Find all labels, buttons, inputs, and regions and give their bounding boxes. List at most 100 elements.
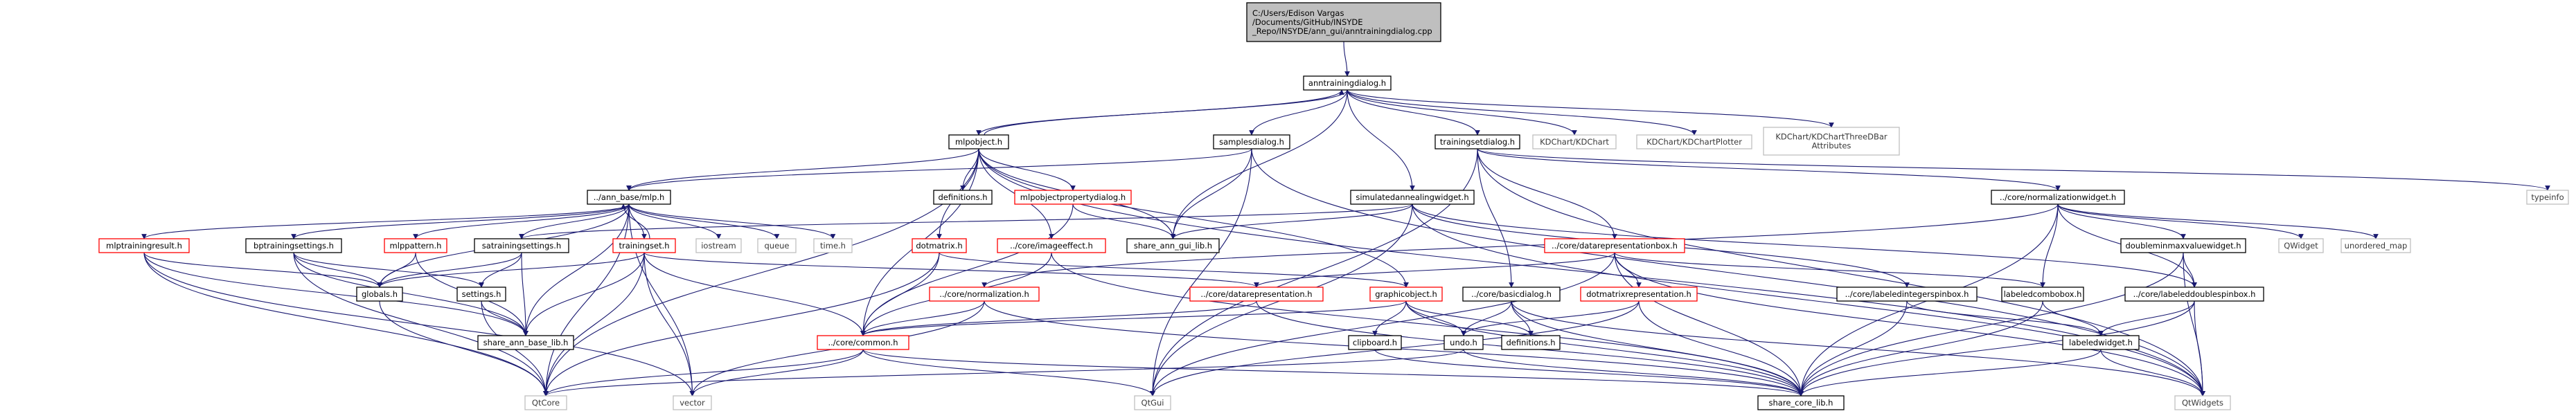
node-label: anntrainingdialog.h [1308, 78, 1386, 88]
node-bptrainingsettings[interactable]: bptrainingsettings.h [245, 238, 342, 253]
node-share-ann-gui-lib[interactable]: share_ann_gui_lib.h [1126, 238, 1220, 253]
node-iostream: iostream [695, 238, 742, 253]
edge-normalizationwidget-to-unordered_map [2057, 203, 2379, 239]
node-label: KDChart/KDChart [1540, 137, 1609, 147]
node-label: vector [679, 398, 705, 408]
node-core-normalization[interactable]: ../core/normalization.h [929, 287, 1040, 302]
node-label: clipboard.h [1353, 338, 1397, 347]
edge-trainingsetdialog_h-to-datarepresentationbox [1477, 148, 1617, 239]
node-trainingsetdialog-h[interactable]: trainingsetdialog.h [1434, 134, 1520, 149]
node-doubleminmax[interactable]: doubleminmaxvaluewidget.h [2120, 238, 2246, 253]
edge-trainingset_h-to-globals_h [377, 252, 645, 288]
edge-anntrainingdialog_h-to-trainingsetdialog_h [1347, 89, 1480, 136]
node-root[interactable]: C:/Users/Edison Vargas/Documents/GitHub/… [1246, 2, 1441, 42]
node-dotmatrixrep[interactable]: dotmatrixrepresentation.h [1580, 287, 1698, 302]
node-labeledwidget[interactable]: labeledwidget.h [2062, 335, 2140, 350]
edge-basicdialog-to-qtwidgets [1511, 300, 2205, 397]
edge-graphicobject-to-definitions_h_b [1405, 300, 1534, 336]
node-basicdialog[interactable]: ../core/basicdialog.h [1462, 287, 1561, 302]
edge-mlptrainingresult-to-globals_h [143, 252, 382, 288]
edge-ann_base_mlp_h-to-iostream [628, 203, 722, 239]
edge-layer [141, 41, 2550, 397]
node-definitions-h-a[interactable]: definitions.h [933, 190, 993, 205]
edge-trainingset_h-to-ann_base_mlp_h [621, 203, 650, 239]
node-typeinfo: typeinfo [2526, 190, 2569, 205]
node-trainingset-h[interactable]: trainingset.h [612, 238, 676, 253]
node-anntrainingdialog-h[interactable]: anntrainingdialog.h [1303, 75, 1392, 91]
node-mlppattern[interactable]: mlppattern.h [384, 238, 447, 253]
node-samplesdialog-h[interactable]: samplesdialog.h [1213, 134, 1290, 149]
edge-anntrainingdialog_h-to-kdchartplotter [1347, 89, 1697, 136]
node-globals-h[interactable]: globals.h [356, 287, 403, 302]
edge-globals_h-to-qtcore [379, 300, 549, 397]
node-label: samplesdialog.h [1219, 137, 1284, 147]
edge-samplesdialog_h-to-qtgui [1150, 148, 1252, 397]
node-graphicobject[interactable]: graphicobject.h [1369, 287, 1443, 302]
node-label: share_ann_gui_lib.h [1134, 241, 1212, 251]
node-label: labeledwidget.h [2069, 338, 2133, 347]
edge-mlptrainingresult-to-vector [143, 252, 695, 397]
node-label: ../ann_base/mlp.h [594, 192, 665, 202]
node-share-core-lib[interactable]: share_core_lib.h [1757, 395, 1845, 410]
node-label: dotmatrixrepresentation.h [1586, 289, 1691, 299]
node-share-ann-base-lib[interactable]: share_ann_base_lib.h [477, 335, 574, 350]
node-label: share_core_lib.h [1769, 398, 1833, 408]
edge-trainingsetdialog_h-to-normalizationwidget [1477, 148, 2061, 191]
node-core-datarep[interactable]: ../core/datarepresentation.h [1189, 287, 1324, 302]
node-labeledcombobox[interactable]: labeledcombobox.h [2001, 287, 2084, 302]
node-ann-base-mlp-h[interactable]: ../ann_base/mlp.h [587, 190, 671, 205]
edge-bptrainingsettings-to-qtcore [293, 252, 549, 397]
edge-mlppattern-to-globals_h [377, 252, 416, 288]
node-dotmatrix[interactable]: dotmatrix.h [912, 238, 967, 253]
edge-ann_base_mlp_h-to-time_h [628, 203, 836, 239]
node-label: ../core/normalizationwidget.h [2000, 192, 2116, 202]
node-label: ../core/labeledintegerspinbox.h [1845, 289, 1969, 299]
edge-labeledintegerspin-to-share_core_lib [1798, 300, 1908, 397]
node-kdchartplotter: KDChart/KDChartPlotter [1636, 134, 1752, 149]
edge-mlpobject_h-to-graphicobject [978, 148, 1409, 288]
edge-samplesdialog_h-to-share_ann_gui_lib [1170, 148, 1252, 239]
edge-satrainingsettings-to-globals_h [377, 252, 522, 288]
node-kdchart: KDChart/KDChart [1532, 134, 1617, 149]
node-label: mlptrainingresult.h [106, 241, 182, 251]
edge-clipboard-to-share_core_lib [1374, 349, 1804, 397]
node-label: bptrainingsettings.h [254, 241, 334, 251]
node-mlpobjectproperty[interactable]: mlpobjectpropertydialog.h [1014, 190, 1132, 205]
node-label: ../core/imageeffect.h [1010, 241, 1093, 251]
node-label: doubleminmaxvaluewidget.h [2125, 241, 2241, 251]
node-definitions-h-b[interactable]: definitions.h [1501, 335, 1561, 350]
edge-simulatedannealing-to-qtwidgets [1412, 203, 2205, 397]
node-labeledintegerspin[interactable]: ../core/labeledintegerspinbox.h [1836, 287, 1978, 302]
node-labeleddoublespin[interactable]: ../core/labeleddoublespinbox.h [2124, 287, 2264, 302]
edge-anntrainingdialog_h-to-share_ann_gui_lib [1170, 89, 1348, 239]
edge-datarepresentationbox-to-core_datarep [1254, 252, 1615, 288]
node-clipboard[interactable]: clipboard.h [1348, 335, 1402, 350]
edge-graphicobject-to-clipboard [1372, 300, 1407, 336]
edge-anntrainingdialog_h-to-kdchartthreedbar [1347, 89, 1834, 128]
node-label: mlppattern.h [390, 241, 442, 251]
edge-anntrainingdialog_h-to-kdchart [1347, 89, 1577, 136]
node-label: QtGui [1142, 398, 1164, 408]
edge-normalizationwidget-to-labeledcombobox [2040, 203, 2059, 288]
edge-trainingsetdialog_h-to-qtwidgets [1477, 148, 2205, 397]
node-datarepresentationbox[interactable]: ../core/datarepresentationbox.h [1544, 238, 1685, 253]
node-mlpobject-h[interactable]: mlpobject.h [948, 134, 1009, 149]
edge-dotmatrix-to-qtcore [543, 252, 940, 397]
edge-trainingsetdialog_h-to-basicdialog [1477, 148, 1514, 288]
node-normalizationwidget[interactable]: ../core/normalizationwidget.h [1991, 190, 2125, 205]
node-settings-h[interactable]: settings.h [456, 287, 506, 302]
edge-graphicobject-to-core_common [860, 300, 1407, 336]
node-core-common[interactable]: ../core/common.h [817, 335, 909, 350]
node-undo-h[interactable]: undo.h [1444, 335, 1484, 350]
edge-satrainingsettings-to-share_ann_base_lib [521, 252, 528, 336]
node-simulatedannealing[interactable]: simulatedannealingwidget.h [1350, 190, 1475, 205]
node-qwidget: QWidget [2278, 238, 2324, 253]
node-label: _Repo/INSYDE/ann_gui/anntrainingdialog.c… [1252, 26, 1432, 36]
node-layer: C:/Users/Edison Vargas/Documents/GitHub/… [98, 2, 2569, 410]
node-mlptrainingresult[interactable]: mlptrainingresult.h [98, 238, 190, 253]
edge-labeleddoublespin-to-qtwidgets [2194, 300, 2205, 397]
node-satrainingsettings[interactable]: satrainingsettings.h [474, 238, 569, 253]
node-label: labeledcombobox.h [2004, 289, 2082, 299]
node-imageeffect[interactable]: ../core/imageeffect.h [997, 238, 1106, 253]
node-label: dotmatrix.h [916, 241, 962, 251]
